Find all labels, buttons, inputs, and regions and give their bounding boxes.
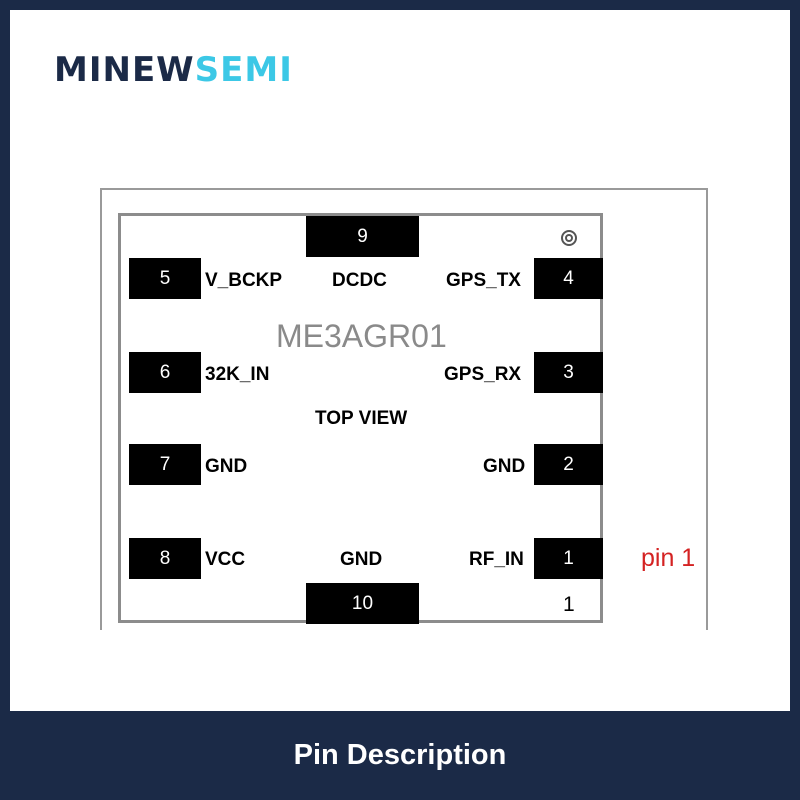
label-32k-in: 32K_IN <box>205 364 270 385</box>
label-gps-tx: GPS_TX <box>446 270 521 291</box>
pad-10: 10 <box>306 583 419 624</box>
pad-3: 3 <box>534 352 603 393</box>
label-dcdc: DCDC <box>332 270 387 291</box>
label-gnd-left: GND <box>205 456 248 477</box>
pad-9: 9 <box>306 216 419 257</box>
top-view-label: TOP VIEW <box>315 408 408 429</box>
logo-part-light: SEMI <box>194 50 293 90</box>
minewsemi-logo: MINEWSEMI <box>54 50 293 90</box>
logo-part-dark: MINEW <box>54 50 195 90</box>
footer-title: Pin Description <box>293 739 507 771</box>
label-gnd-bottom: GND <box>340 549 383 570</box>
pad-2: 2 <box>534 444 603 485</box>
label-vcc: VCC <box>205 549 246 570</box>
pad-8: 8 <box>129 538 201 579</box>
label-gnd-right: GND <box>483 456 526 477</box>
pad-5: 5 <box>129 258 201 299</box>
pad-4: 4 <box>534 258 603 299</box>
pin1-annotation: pin 1 <box>641 544 696 572</box>
pad-7: 7 <box>129 444 201 485</box>
label-v-bckp: V_BCKP <box>205 270 283 291</box>
chip-name: ME3AGR01 <box>276 318 447 354</box>
pad-6: 6 <box>129 352 201 393</box>
pad-1: 1 <box>534 538 603 579</box>
pin1-indicator-icon <box>561 230 577 246</box>
label-rf-in: RF_IN <box>469 549 524 570</box>
bottom-pin-marker: 1 <box>563 593 575 616</box>
label-gps-rx: GPS_RX <box>444 364 522 385</box>
